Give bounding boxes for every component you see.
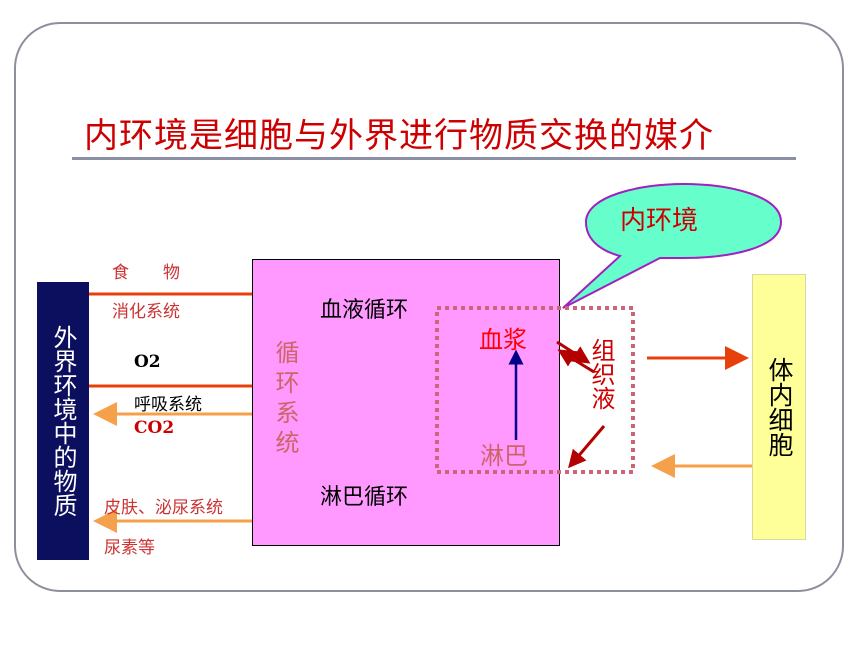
digestive-system-label: 消化系统 — [112, 302, 180, 322]
co2-label: CO2 — [134, 418, 175, 438]
circulatory-system-box — [252, 259, 560, 546]
title-underline — [72, 157, 796, 160]
speech-bubble — [562, 182, 783, 309]
external-environment-box: 外界环境中的物质 — [37, 282, 89, 560]
lymph-circulation-label: 淋巴循环 — [320, 485, 409, 510]
food-label: 食 物 — [112, 263, 180, 283]
tissue-fluid-label: 组织液 — [587, 338, 615, 410]
lymph-label: 淋巴 — [480, 442, 528, 470]
o2-label: O2 — [134, 352, 161, 372]
blood-circulation-label: 血液循环 — [320, 298, 409, 323]
circulatory-system-label: 循环系统 — [271, 340, 299, 460]
inner-environment-border — [435, 306, 635, 474]
inner-environment-label: 内环境 — [620, 206, 699, 236]
body-cell-box: 体内细胞 — [752, 274, 806, 540]
page-title: 内环境是细胞与外界进行物质交换的媒介 — [84, 116, 714, 156]
respiratory-system-label: 呼吸系统 — [134, 395, 202, 415]
fluid-to-lymph-arrow — [568, 425, 606, 469]
skin-urinary-system-label: 皮肤、泌尿系统 — [104, 498, 223, 518]
fluid-to-plasma-arrow — [557, 349, 595, 374]
urea-label: 尿素等 — [104, 538, 155, 558]
slide-frame — [14, 22, 844, 592]
plasma-label: 血浆 — [479, 326, 527, 354]
